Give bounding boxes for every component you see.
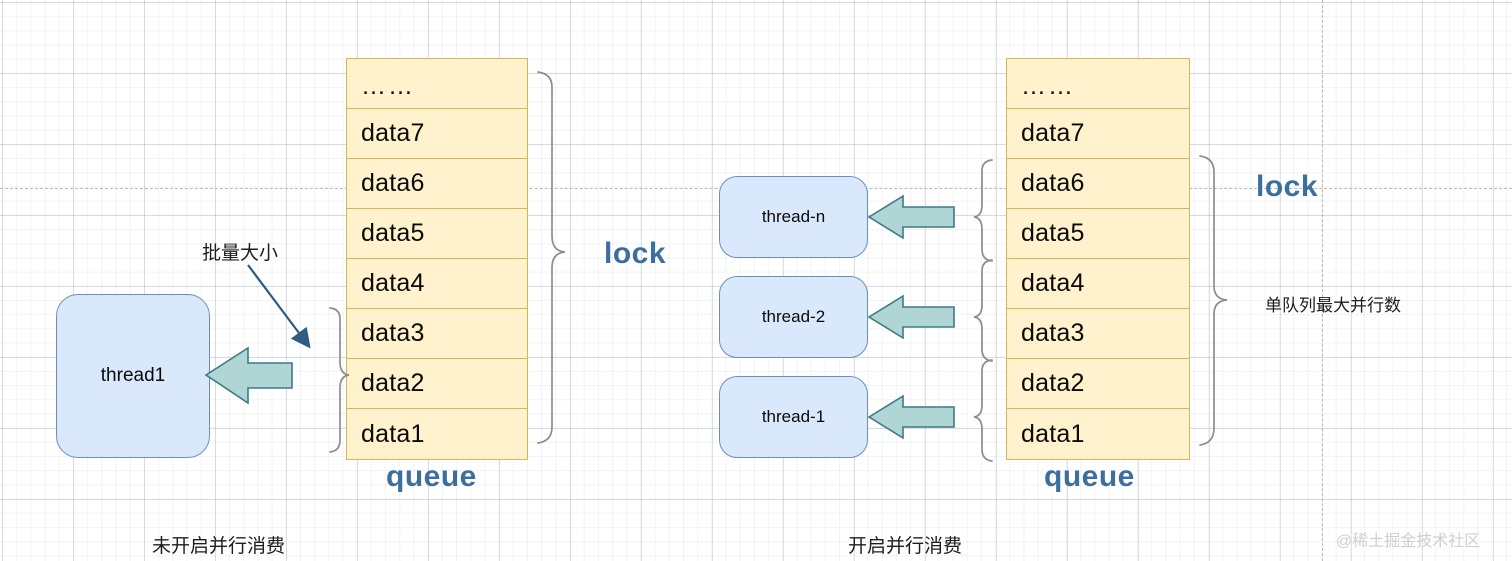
lock-label-right: lock [1256,170,1319,203]
thread-box-left[interactable]: thread1 [56,294,210,458]
block-arrow-thread-1 [867,394,955,440]
queue-left-cell-6: data2 [347,359,527,409]
brace-segment-n [973,159,993,262]
thread-box-n-label: thread-n [761,207,826,226]
block-arrow-thread-2 [867,294,955,340]
thread-box-n[interactable]: thread-n [719,176,868,258]
queue-left-cell-7: data1 [361,419,425,448]
queue-left-cell-2: data6 [347,159,527,209]
queue-right-cell-5: data3 [1007,309,1189,359]
thread-box-2[interactable]: thread-2 [719,276,868,358]
brace-segment-1 [973,359,993,462]
max-parallel-label: 单队列最大并行数 [1265,296,1401,315]
queue-right-cell-7: data1 [1021,419,1085,448]
block-arrow-thread-n [867,194,955,240]
queue-left: …… data7 data6 data5 data4 data3 data2 d… [346,58,528,460]
queue-right-cell-0: …… [1007,59,1189,109]
caption-right: 开启并行消费 [848,536,963,557]
brace-max-parallel [1199,155,1228,446]
queue-left-cell-1: data7 [347,109,527,159]
queue-right-cell-6: data2 [1007,359,1189,409]
queue-right-cell-3: data5 [1007,209,1189,259]
brace-lock-left [537,71,566,444]
caption-left: 未开启并行消费 [152,536,286,557]
queue-right: …… data7 data6 data5 data4 data3 data2 d… [1006,58,1190,460]
thread-box-1[interactable]: thread-1 [719,376,868,458]
brace-segment-2 [973,259,993,362]
batch-size-arrow [247,264,311,349]
block-arrow-left [204,346,293,405]
queue-right-cell-2: data6 [1007,159,1189,209]
queue-right-cell-1: data7 [1007,109,1189,159]
queue-left-cell-3: data5 [347,209,527,259]
queue-right-cell-4: data4 [1007,259,1189,309]
queue-left-cell-0: …… [347,59,527,109]
batch-size-label: 批量大小 [202,243,279,264]
queue-left-caption: queue [386,460,477,493]
guide-line-vertical [1322,0,1323,561]
thread-box-2-label: thread-2 [761,307,826,326]
lock-label-left: lock [604,237,667,270]
queue-left-cell-4: data4 [347,259,527,309]
queue-left-cell-5: data3 [347,309,527,359]
queue-right-caption: queue [1044,460,1135,493]
thread-box-left-label: thread1 [100,365,166,386]
thread-box-1-label: thread-1 [761,407,826,426]
watermark: @稀土掘金技术社区 [1336,533,1481,550]
